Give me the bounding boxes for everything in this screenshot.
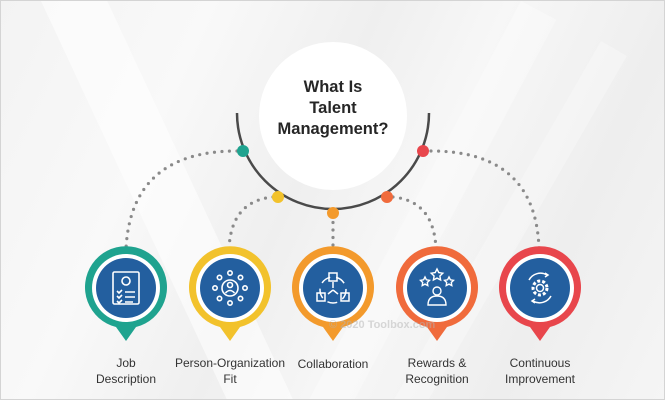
rewards-stars-icon — [419, 267, 455, 306]
label-line: Person-Organization — [174, 356, 286, 370]
label-collaboration: Collaboration — [268, 356, 398, 372]
pin-collaboration — [292, 246, 374, 341]
center-circle — [259, 42, 407, 190]
label-job-description: Job Description — [61, 355, 191, 387]
label-line: Job — [116, 356, 136, 370]
connector-job-description — [124, 149, 239, 251]
gear-cycle-icon — [528, 272, 552, 304]
arc-node-yellow — [272, 191, 284, 203]
pin-continuous-improvement — [499, 246, 581, 341]
title-line: What Is — [303, 78, 363, 96]
watermark: © 2020 Toolbox.com — [329, 319, 436, 331]
connector-person-organization-fit — [227, 195, 275, 251]
label-line: Collaboration — [297, 357, 369, 371]
job-description-icon — [112, 271, 140, 305]
connector-continuous-improvement — [429, 149, 541, 251]
label-line: Fit — [223, 372, 237, 386]
pin-job-description — [85, 246, 167, 341]
label-line: Continuous — [509, 356, 571, 370]
label-line: Improvement — [504, 372, 576, 386]
collaboration-icon — [316, 272, 350, 304]
label-rewards-recognition: Rewards & Recognition — [372, 355, 502, 387]
network-person-icon — [212, 269, 249, 306]
dotted-connectors — [124, 149, 541, 251]
label-line: Description — [95, 372, 157, 386]
title-line: Management? — [277, 120, 389, 138]
pin-rewards-recognition — [395, 246, 478, 341]
arc-node-teal — [237, 145, 249, 157]
pin-person-organization-fit — [188, 246, 271, 341]
label-person-organization-fit: Person-Organization Fit — [165, 355, 295, 387]
arc-node-orange-red — [381, 191, 393, 203]
connector-rewards — [391, 195, 438, 251]
arc-node-red — [417, 145, 429, 157]
arc-node-orange — [327, 207, 339, 219]
title-line: Talent — [309, 99, 357, 117]
label-line: Rewards & — [407, 356, 467, 370]
center-title: What Is Talent Management? — [263, 77, 403, 140]
label-continuous-improvement: Continuous Improvement — [475, 355, 605, 387]
label-line: Recognition — [405, 372, 469, 386]
